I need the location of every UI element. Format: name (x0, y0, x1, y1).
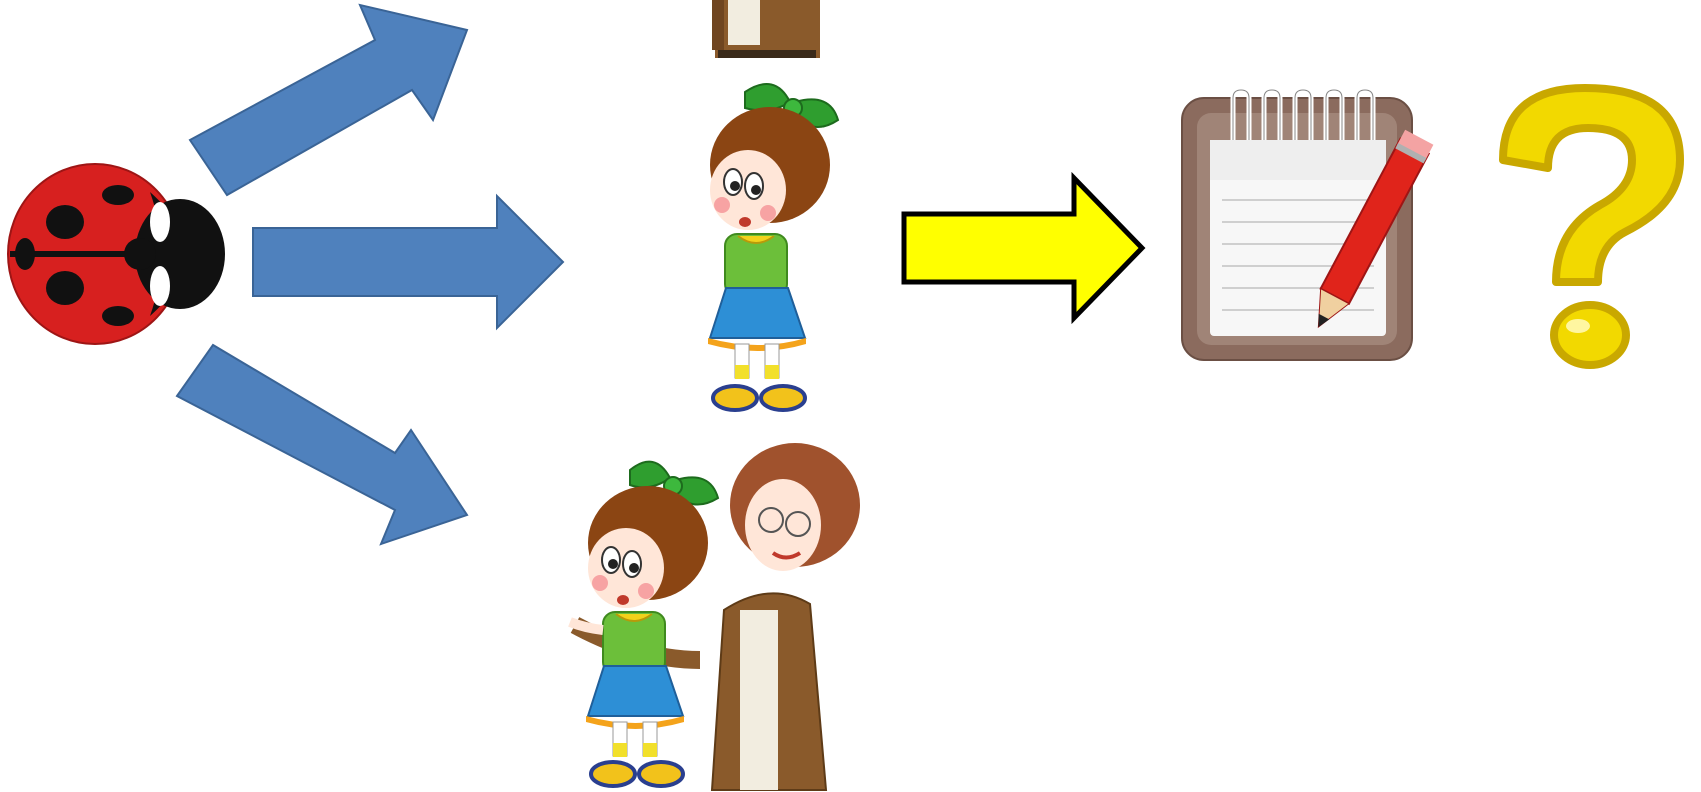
notepad-pencil-icon (1182, 90, 1433, 360)
arrow-up-right-icon (190, 5, 467, 195)
ladybug-icon (8, 164, 225, 344)
girl-with-adult-figure (570, 443, 860, 790)
yellow-arrow-right-icon (904, 178, 1142, 318)
question-mark-icon (1503, 88, 1680, 365)
adult-cropped-figure (712, 0, 820, 58)
girl-figure (708, 84, 838, 410)
arrow-down-right-icon (177, 345, 467, 544)
arrow-right-icon (253, 196, 563, 328)
